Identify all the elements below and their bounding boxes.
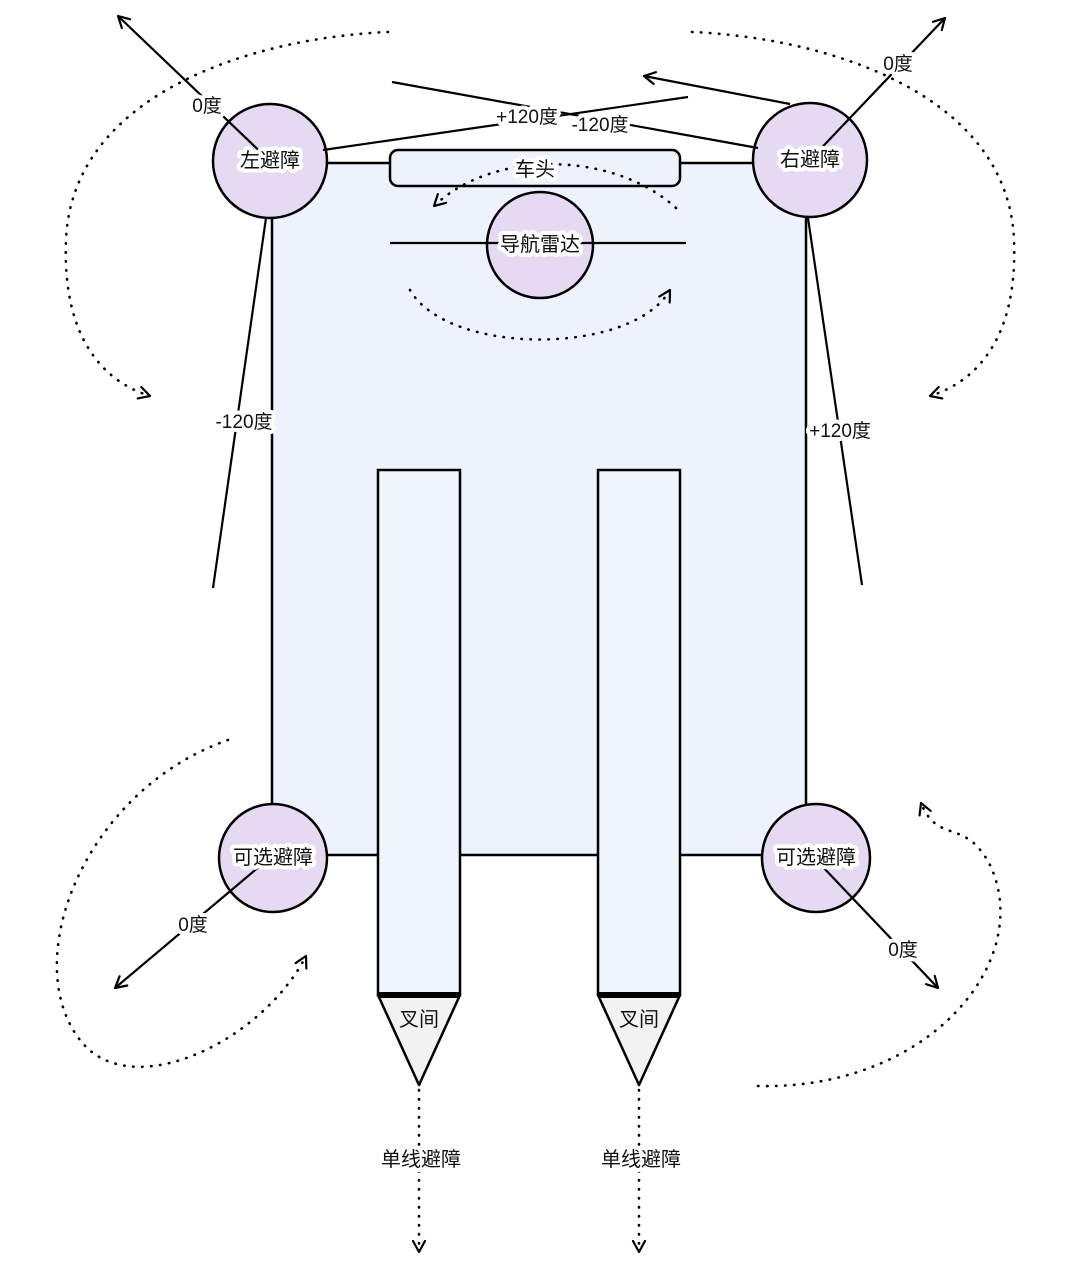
fork-left: [376, 468, 462, 997]
top-center-arrow-line: [642, 71, 791, 106]
labels: 车头 导航雷达 左避障 右避障 可选避障 可选避障 叉间 叉间 单线避障 单线避…: [174, 49, 922, 1175]
front-left-zero-axis-line: [116, 14, 271, 162]
front-right-minus120-line: [391, 80, 759, 150]
front-right-plus120-line: [806, 217, 864, 586]
front-right-minus120-label: -120度: [571, 114, 628, 136]
vehicle-head-label: 车头: [515, 158, 555, 181]
rear-left-zero-label: 0度: [178, 914, 208, 936]
front-left-minus120-label: -120度: [215, 411, 272, 433]
front-left-sensor-label: 左避障: [240, 149, 300, 172]
vehicle-head: [388, 148, 682, 188]
fork-tip-right-label: 叉间: [619, 1008, 659, 1031]
rear-right-zero-axis-line: [801, 844, 940, 990]
front-right-sensor-label: 右避障: [780, 148, 840, 171]
rear-right-sensor-circle: [760, 802, 872, 914]
nav-radar-circle: [485, 190, 595, 300]
rear-left-fov-arc: [55, 738, 308, 1068]
angle-lines: [113, 14, 947, 990]
nav-radar-rotation-arc: [408, 288, 672, 341]
fork-tip-left-label: 叉间: [399, 1008, 439, 1031]
front-right-zero-label: 0度: [883, 53, 913, 75]
rear-left-sensor-circle: [217, 802, 329, 914]
fork-left-beam-label: 单线避障: [381, 1148, 461, 1171]
fork-right-beam-label: 单线避障: [601, 1148, 681, 1171]
front-left-zero-label: 0度: [192, 95, 222, 117]
front-left-plus120-label: +120度: [496, 106, 558, 128]
front-left-minus120-line: [211, 217, 268, 589]
front-right-zero-axis-line: [809, 16, 947, 161]
front-left-plus120-line: [322, 95, 689, 152]
fork-right: [596, 468, 682, 997]
rear-right-zero-label: 0度: [888, 939, 918, 961]
rear-left-sensor-label: 可选避障: [233, 846, 313, 869]
rear-right-sensor-label: 可选避障: [776, 846, 856, 869]
fov-arcs: [55, 30, 1016, 1254]
rear-right-fov-arc: [756, 801, 1002, 1088]
nav-radar-label: 导航雷达: [500, 233, 580, 256]
front-right-plus120-label: +120度: [809, 420, 871, 442]
vehicle: [270, 148, 808, 1087]
rear-left-zero-axis-line: [113, 844, 286, 990]
